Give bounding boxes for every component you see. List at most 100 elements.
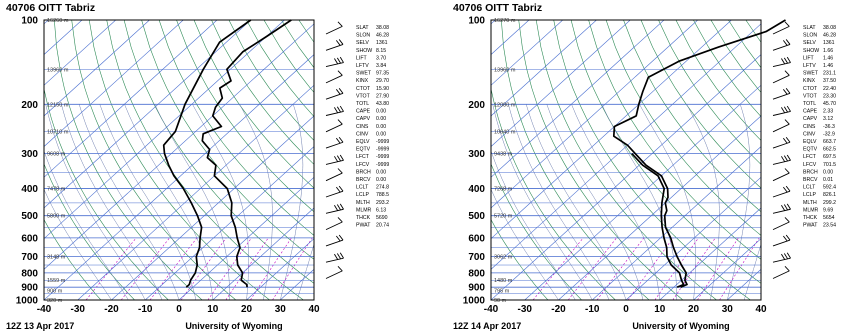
isotherm (491, 23, 761, 270)
wind-barb (325, 119, 343, 133)
index-name: LCLP (803, 192, 817, 198)
wind-barb (325, 252, 344, 263)
index-name: EQLV (356, 139, 370, 145)
dry-adiabat (386, 20, 414, 300)
wind-barb (325, 21, 343, 35)
index-name: EQTV (356, 147, 371, 153)
index-name: MLMR (803, 207, 819, 213)
isotherm (558, 115, 761, 300)
index-name: LFCV (356, 162, 370, 168)
y-tick-label: 1000 (463, 296, 486, 307)
index-name: LIFT (803, 55, 814, 61)
index-name: VTOT (803, 93, 818, 99)
index-name: LFTV (803, 63, 816, 69)
index-value: 1361 (376, 40, 388, 46)
date-label: 12Z 14 Apr 2017 (453, 321, 521, 331)
index-value: 38.08 (823, 25, 836, 31)
moist-adiabat (296, 243, 314, 300)
dry-adiabat (263, 20, 314, 93)
index-value: 8.15 (376, 48, 386, 54)
y-tick-label: 400 (21, 184, 38, 195)
dry-adiabat (535, 20, 717, 300)
index-name: EQTV (803, 147, 818, 153)
index-value: 274.8 (376, 185, 389, 191)
isotherm (212, 207, 314, 300)
index-value: -36.3 (823, 124, 835, 130)
wind-barb (772, 203, 791, 214)
isotherm (44, 20, 83, 55)
index-name: SELV (803, 40, 816, 46)
y-tick-label: 200 (21, 100, 38, 111)
isotherm (693, 238, 761, 300)
isotherm (4, 20, 15, 300)
moist-adiabat (525, 104, 627, 300)
wind-barb (772, 21, 790, 35)
dry-adiabat (123, 20, 314, 284)
index-value: 697.5 (823, 154, 836, 160)
x-tick-label: 10 (654, 304, 666, 315)
moist-adiabat (571, 104, 661, 300)
isotherm (44, 20, 116, 86)
index-value: -9999 (376, 139, 389, 145)
moist-adiabat (124, 104, 214, 300)
index-name: LFCT (356, 154, 370, 160)
index-name: SLON (803, 33, 817, 39)
index-value: -9999 (376, 154, 389, 160)
date-label: 12Z 13 Apr 2017 (6, 321, 74, 331)
index-value: 23.54 (823, 223, 836, 229)
y-tick-label: 400 (468, 184, 485, 195)
wind-barb (325, 70, 343, 84)
dry-adiabat (833, 20, 859, 300)
wind-barb (325, 234, 344, 247)
wind-barb (325, 265, 343, 279)
height-label: 16260 m (47, 18, 69, 24)
height-label: 5720 m (494, 214, 513, 220)
index-value: 3.70 (376, 55, 386, 61)
isotherm (44, 54, 314, 300)
x-tick-label: -10 (585, 304, 600, 315)
moist-adiabat (280, 104, 304, 300)
index-value: 0.00 (376, 169, 386, 175)
wind-barb (772, 105, 791, 116)
index-value: 38.08 (376, 25, 389, 31)
dry-adiabat (88, 20, 270, 300)
index-value: 0.00 (376, 116, 386, 122)
temperature-profile (201, 19, 292, 288)
index-value: 592.4 (823, 185, 836, 191)
isotherm (491, 20, 563, 86)
isotherm (44, 20, 285, 240)
index-name: PWAT (356, 223, 371, 229)
index-value: 1.46 (823, 63, 833, 69)
height-label: 320 m (47, 298, 63, 304)
index-name: TOTL (356, 101, 369, 107)
index-name: SLON (356, 33, 370, 39)
wind-barb (325, 39, 344, 51)
dry-adiabat (404, 20, 414, 300)
isotherm (44, 20, 150, 117)
x-tick-label: 20 (688, 304, 700, 315)
x-tick-label: -40 (484, 304, 499, 315)
index-name: LCLT (356, 185, 369, 191)
y-tick-label: 300 (468, 149, 485, 160)
index-value: 788.5 (376, 192, 389, 198)
index-name: LCLT (803, 185, 816, 191)
index-name: MLMR (356, 207, 372, 213)
isotherm (727, 268, 761, 300)
wind-barb (772, 168, 790, 182)
y-tick-label: 500 (468, 211, 485, 222)
index-value: 45.70 (823, 101, 836, 107)
height-label: 9608 m (47, 152, 66, 158)
y-tick-label: 700 (21, 252, 38, 263)
wind-barb (772, 265, 790, 279)
index-name: CTOT (356, 86, 371, 92)
index-name: LFCV (803, 162, 817, 168)
index-value: 3.84 (376, 63, 386, 69)
wind-barb (772, 136, 791, 149)
dry-adiabat (334, 20, 414, 300)
index-name: LCLP (356, 192, 370, 198)
index-value: 1.46 (823, 55, 833, 61)
isotherm (491, 20, 530, 55)
x-tick-label: 40 (755, 304, 767, 315)
credit-label: University of Wyoming (185, 321, 282, 331)
index-value: 701.5 (823, 162, 836, 168)
